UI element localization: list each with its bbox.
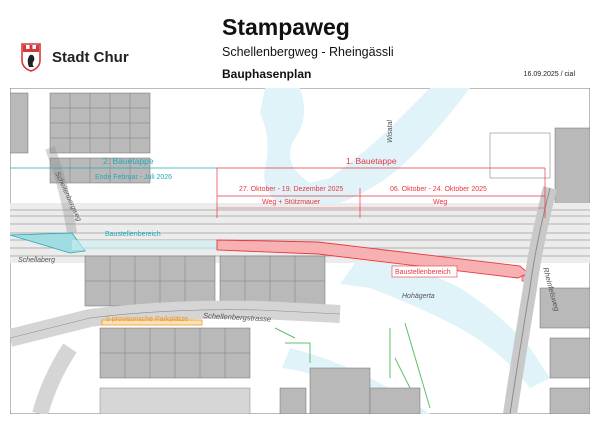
org-name: Stadt Chur — [52, 49, 129, 66]
map-area: 2. Bauetappe Ende Februar - Juli 2026 1.… — [10, 88, 590, 414]
phase1a-dates: 27. Oktober - 19. Dezember 2025 — [239, 186, 343, 193]
schellaberg-label: Schellaberg — [18, 257, 55, 264]
temporary-parking-area — [101, 319, 203, 326]
phase1b-dates: 06. Oktober - 24. Oktober 2025 — [390, 186, 487, 193]
wiesental-label: Wisatal — [387, 120, 394, 143]
phase1b-work: Weg — [433, 199, 447, 206]
phase2-label: 2. Bauetappe — [103, 156, 154, 166]
baustelle-right-box — [391, 265, 458, 278]
page-title: Stampaweg — [222, 14, 350, 40]
plan-date: 16.09.2025 / cial — [523, 71, 575, 78]
lower-stream-area — [340, 256, 550, 388]
stream-area — [260, 88, 470, 208]
site-plan-map: 2. Bauetappe Ende Februar - Juli 2026 1.… — [10, 88, 590, 414]
header: Stadt Chur Stampaweg Schellenbergweg - R… — [0, 0, 600, 88]
hohaegerta-label: Hohägerta — [402, 293, 435, 300]
schellenbergstrasse-label: Schellenbergstrasse — [203, 311, 271, 324]
baustelle-right-label: Baustellenbereich — [395, 269, 451, 276]
baustelle-left-label: Baustellenbereich — [105, 231, 161, 238]
phase2-construction-strip — [10, 232, 86, 254]
parking-label: 5 provisorische Parkplätze — [106, 316, 188, 323]
phase1-label: 1. Bauetappe — [346, 156, 397, 166]
phase1-annotation — [216, 167, 546, 218]
phase1a-work: Weg + Stützmauer — [262, 199, 321, 206]
page-subtitle: Schellenbergweg - Rheingässli — [222, 45, 394, 59]
city-coat-of-arms-icon — [21, 43, 41, 72]
phase2-dates: Ende Februar - Juli 2026 — [95, 174, 172, 181]
plan-type: Bauphasenplan — [222, 67, 312, 81]
